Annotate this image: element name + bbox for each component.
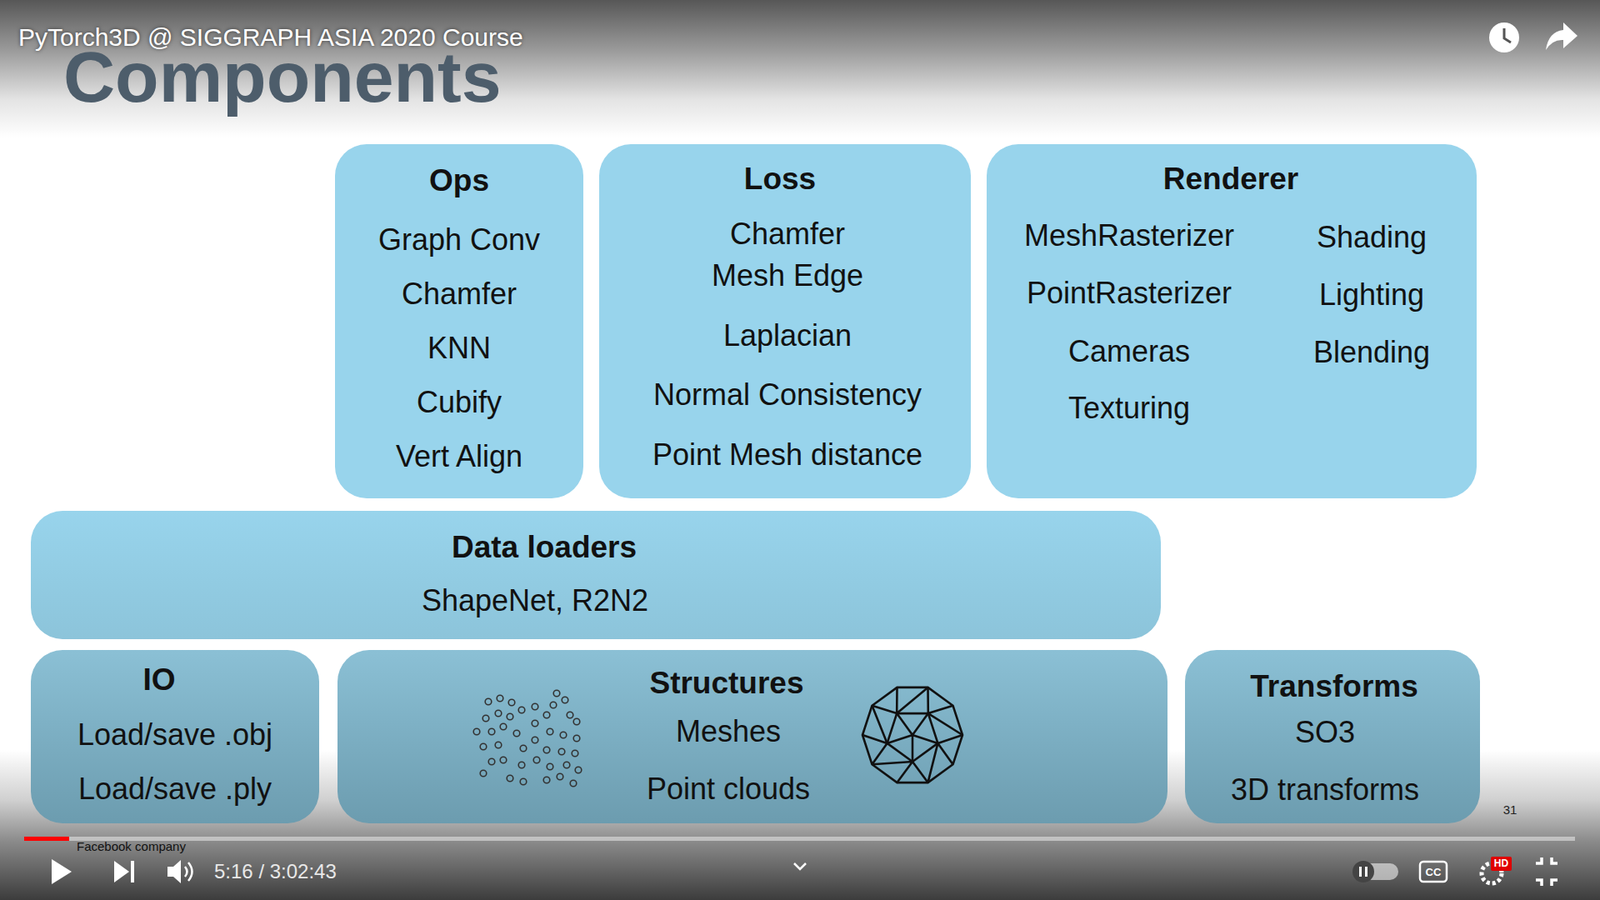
share-icon [1545, 22, 1578, 50]
play-icon [51, 859, 72, 885]
component-box: RendererMeshRasterizerPointRasterizerCam… [986, 144, 1477, 499]
cc-frame [1420, 861, 1447, 882]
component-box: OpsGraph ConvChamferKNN CubifyVert Align [335, 144, 584, 499]
pause-a [1359, 866, 1362, 877]
component-item: Laplacian [723, 319, 852, 353]
component-heading: Renderer [1163, 162, 1299, 197]
video-title: PyTorch3D @ SIGGRAPH ASIA 2020 Course [18, 23, 524, 51]
component-item: Chamfer [730, 217, 845, 251]
autoplay-knob [1352, 860, 1375, 883]
next-icon [114, 860, 130, 883]
component-heading: Ops [429, 164, 490, 199]
component-item: MeshRasterizer [1024, 219, 1235, 253]
volume-icon [167, 860, 181, 884]
component-item: Blending [1313, 335, 1430, 370]
component-box: LossChamferMesh EdgeLaplacianNormal Cons… [599, 144, 971, 499]
hd-badge-text: HD [1494, 858, 1509, 870]
exit-fullscreen-icon [1535, 857, 1558, 886]
volume-waves [185, 862, 193, 881]
component-heading: Data loaders [451, 530, 637, 565]
component-item: Chamfer [401, 277, 517, 311]
next-icon-bar [130, 860, 135, 883]
component-item: Point clouds [646, 772, 810, 806]
progress-track [24, 836, 1575, 841]
time-display: 5:16 / 3:02:43 [214, 860, 337, 883]
component-item: Shading [1316, 220, 1427, 255]
component-item: PointRasterizer [1026, 276, 1232, 310]
hd-badge [1490, 856, 1512, 871]
component-item: Normal Consistency [653, 378, 922, 412]
component-item: Cubify [416, 385, 502, 420]
chevron-icon [794, 863, 806, 870]
component-item: Texturing [1068, 391, 1190, 425]
component-heading: IO [142, 663, 175, 698]
component-item: Point Mesh distance [652, 438, 923, 472]
component-heading: Loss [744, 162, 816, 197]
component-box: IO Load/save .objLoad/save .ply [30, 650, 320, 824]
component-item: Load/save .ply [78, 772, 272, 806]
component-box: Data loadersShapeNet, R2N2 [30, 510, 1161, 640]
cc-icon-text: CC [1425, 866, 1442, 879]
component-item: Vert Align [395, 440, 523, 474]
component-item: Graph Conv [378, 223, 540, 257]
component-item: ShapeNet, R2N2 [421, 584, 649, 618]
component-heading: Structures [649, 666, 804, 701]
pause-b [1365, 866, 1368, 877]
component-heading: Transforms [1250, 670, 1419, 705]
component-box: TransformsSO3 3D transforms [1185, 650, 1480, 824]
component-item: SO3 [1295, 715, 1355, 750]
watch-later-icon [1489, 22, 1520, 53]
component-item: 3D transforms [1230, 773, 1420, 807]
component-box: StructuresMeshesPoint clouds [337, 650, 1168, 824]
component-item: KNN [427, 331, 491, 365]
component-item: Mesh Edge [711, 259, 864, 293]
component-item: Lighting [1319, 278, 1425, 312]
progress-played [24, 836, 70, 841]
watch-later-hands [1504, 28, 1511, 43]
channel-note: Facebook company [76, 840, 186, 855]
component-item: Load/save .obj [77, 718, 273, 752]
component-item: Meshes [675, 715, 781, 749]
slide-number: 31 [1503, 803, 1518, 818]
component-item: Cameras [1068, 335, 1190, 369]
